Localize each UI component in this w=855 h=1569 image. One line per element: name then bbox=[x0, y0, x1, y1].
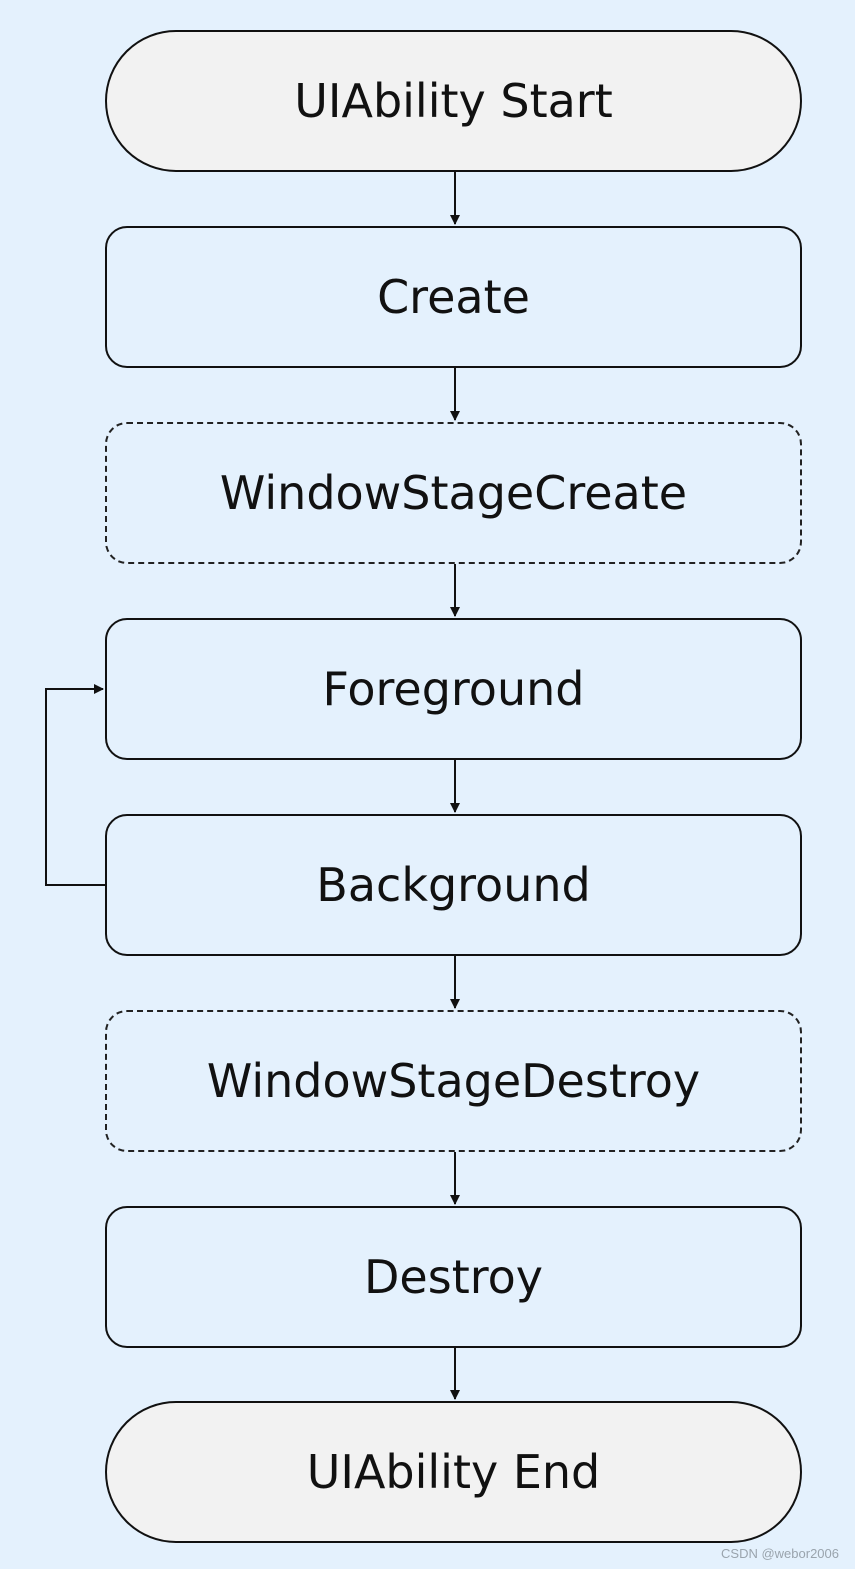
watermark: CSDN @webor2006 bbox=[721, 1546, 839, 1561]
node-uiability-start: UIAbility Start bbox=[105, 30, 802, 172]
node-label: WindowStageDestroy bbox=[206, 1054, 701, 1108]
node-destroy: Destroy bbox=[105, 1206, 802, 1348]
node-label: UIAbility End bbox=[306, 1445, 601, 1499]
node-label: Background bbox=[316, 858, 591, 912]
node-label: Create bbox=[377, 270, 530, 324]
node-label: UIAbility Start bbox=[294, 74, 613, 128]
node-label: Destroy bbox=[364, 1250, 543, 1304]
node-window-stage-create: WindowStageCreate bbox=[105, 422, 802, 564]
node-foreground: Foreground bbox=[105, 618, 802, 760]
node-label: WindowStageCreate bbox=[219, 466, 688, 520]
node-create: Create bbox=[105, 226, 802, 368]
node-label: Foreground bbox=[322, 662, 585, 716]
node-window-stage-destroy: WindowStageDestroy bbox=[105, 1010, 802, 1152]
node-background: Background bbox=[105, 814, 802, 956]
node-uiability-end: UIAbility End bbox=[105, 1401, 802, 1543]
arrow-background-to-foreground-loop bbox=[45, 684, 105, 886]
